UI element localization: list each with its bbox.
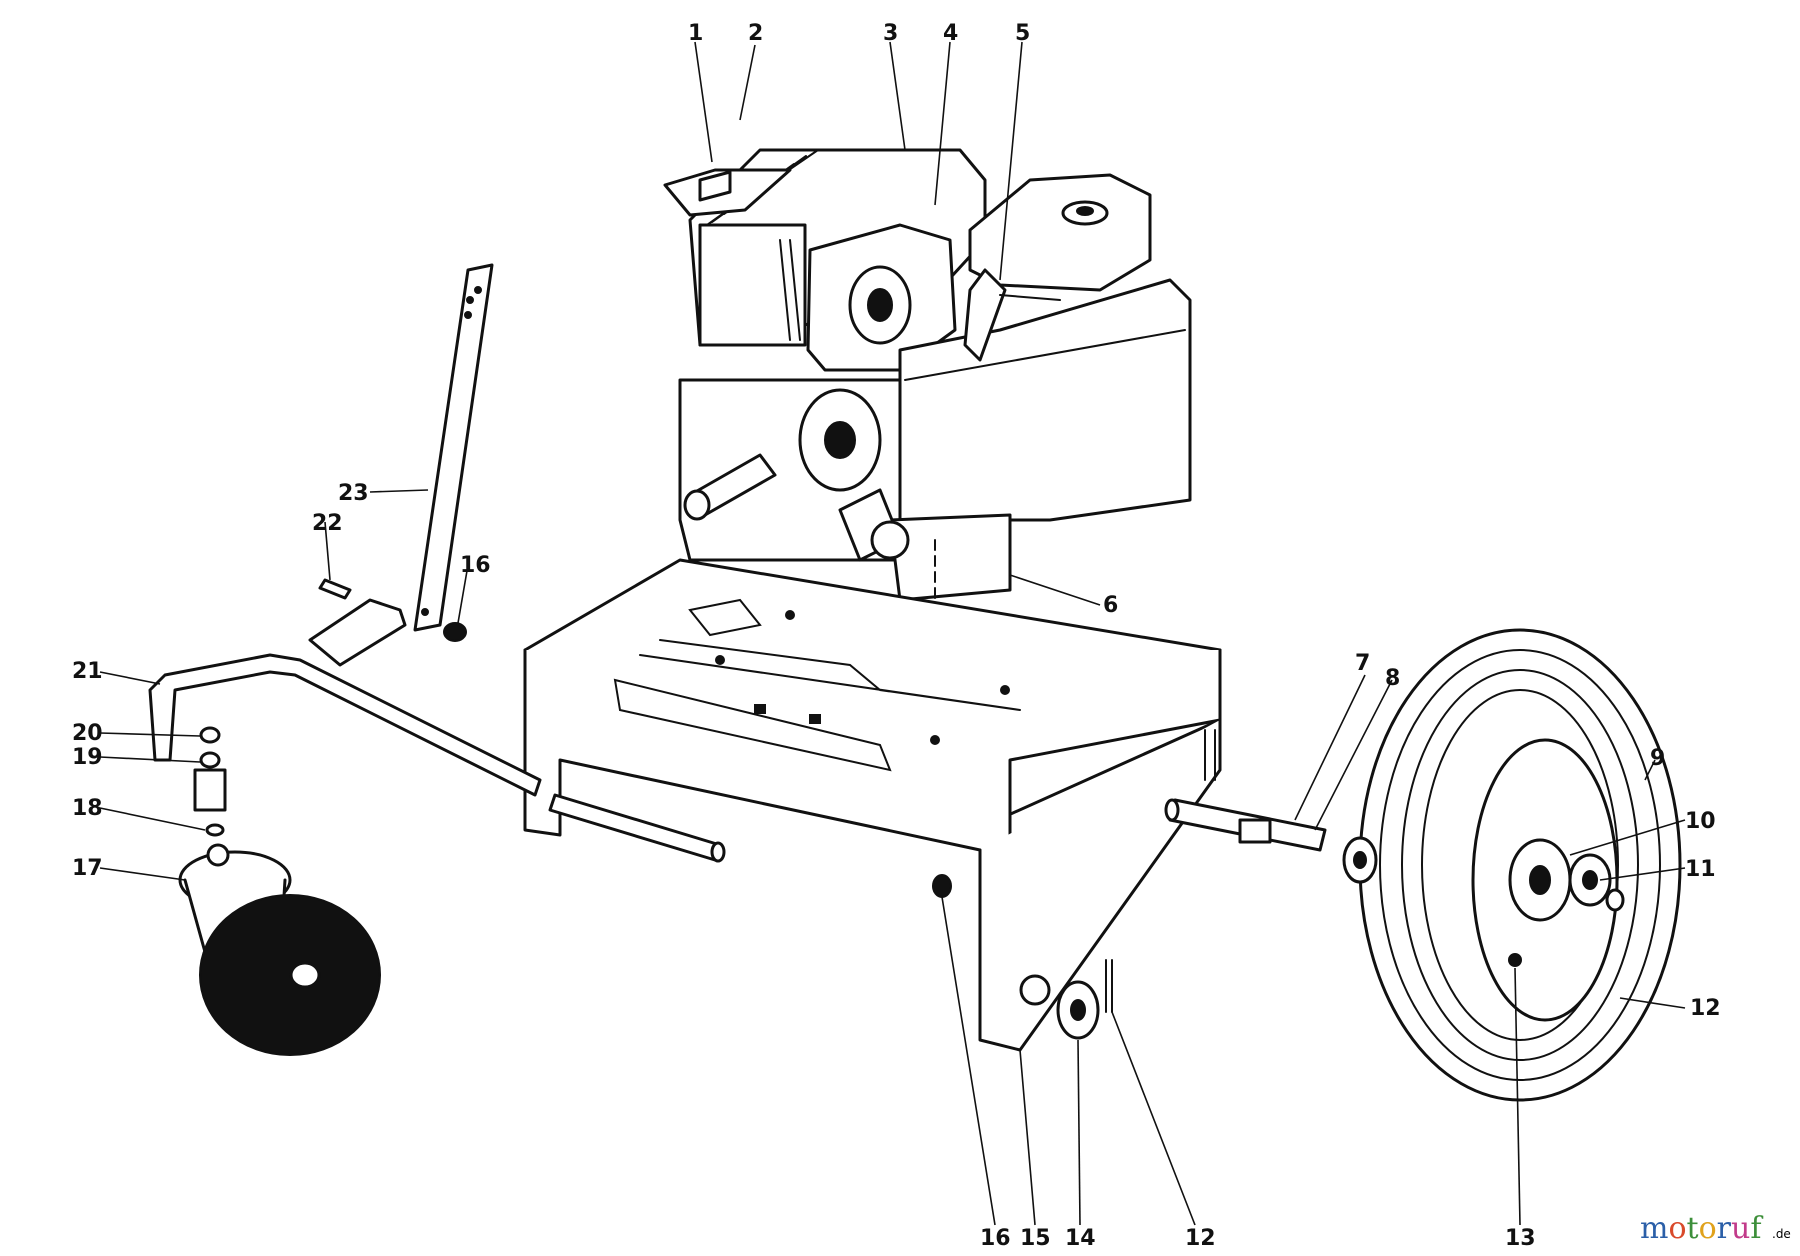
rear-wheel-9	[1358, 628, 1682, 1102]
handle-assembly	[148, 263, 542, 837]
watermark-letter: f	[1750, 1211, 1763, 1246]
callout-12-bottom: 12	[1185, 1226, 1216, 1251]
callout-7: 7	[1355, 651, 1370, 676]
handle-bar-23	[413, 263, 494, 632]
axle-rod	[548, 793, 722, 862]
callout-3: 3	[883, 21, 898, 46]
axle-7	[1164, 798, 1378, 884]
callout-16-top: 16	[460, 553, 491, 578]
callout-9: 9	[1650, 746, 1665, 771]
nut-16-bottom	[932, 874, 952, 898]
callout-18: 18	[72, 796, 103, 821]
caster-wheel-17	[178, 843, 381, 1056]
callout-21: 21	[72, 659, 103, 684]
callout-11: 11	[1685, 857, 1716, 882]
watermark-letter: t	[1687, 1211, 1699, 1246]
engine	[663, 148, 1192, 602]
callout-23: 23	[338, 481, 369, 506]
watermark-letter: r	[1717, 1211, 1732, 1246]
callout-2: 2	[748, 21, 763, 46]
watermark-letter: u	[1731, 1211, 1750, 1246]
callout-13: 13	[1505, 1226, 1536, 1251]
motoruf-watermark: motoruf .de	[1640, 1211, 1791, 1246]
callout-4: 4	[943, 21, 958, 46]
callout-10: 10	[1685, 809, 1716, 834]
nut-16-top	[443, 622, 467, 642]
callout-5: 5	[1015, 21, 1030, 46]
callout-22: 22	[312, 511, 343, 536]
callout-6: 6	[1103, 593, 1118, 618]
callout-17: 17	[72, 856, 103, 881]
callout-16-bottom: 16	[980, 1226, 1011, 1251]
callout-1: 1	[688, 21, 703, 46]
watermark-suffix: .de	[1772, 1227, 1791, 1241]
watermark-letter: o	[1699, 1211, 1717, 1246]
bolt-22	[318, 578, 352, 600]
callout-12-right: 12	[1690, 996, 1721, 1021]
callout-15: 15	[1020, 1226, 1051, 1251]
callout-19: 19	[72, 745, 103, 770]
watermark-letter: o	[1668, 1211, 1686, 1246]
callout-14: 14	[1065, 1226, 1096, 1251]
callouts: 1 2 3 4 5 6 7 8 9 10 11 12 13 14 15 12 1…	[72, 21, 1721, 1251]
callout-8: 8	[1385, 666, 1400, 691]
callout-20: 20	[72, 721, 103, 746]
base-frame	[523, 558, 1222, 1052]
leader-lines	[99, 41, 1686, 1226]
watermark-letter: m	[1640, 1211, 1668, 1246]
fuel-tank	[968, 173, 1152, 292]
svg-text:motoruf: motoruf	[1640, 1211, 1763, 1246]
cotter-pin-12	[1105, 959, 1113, 1013]
